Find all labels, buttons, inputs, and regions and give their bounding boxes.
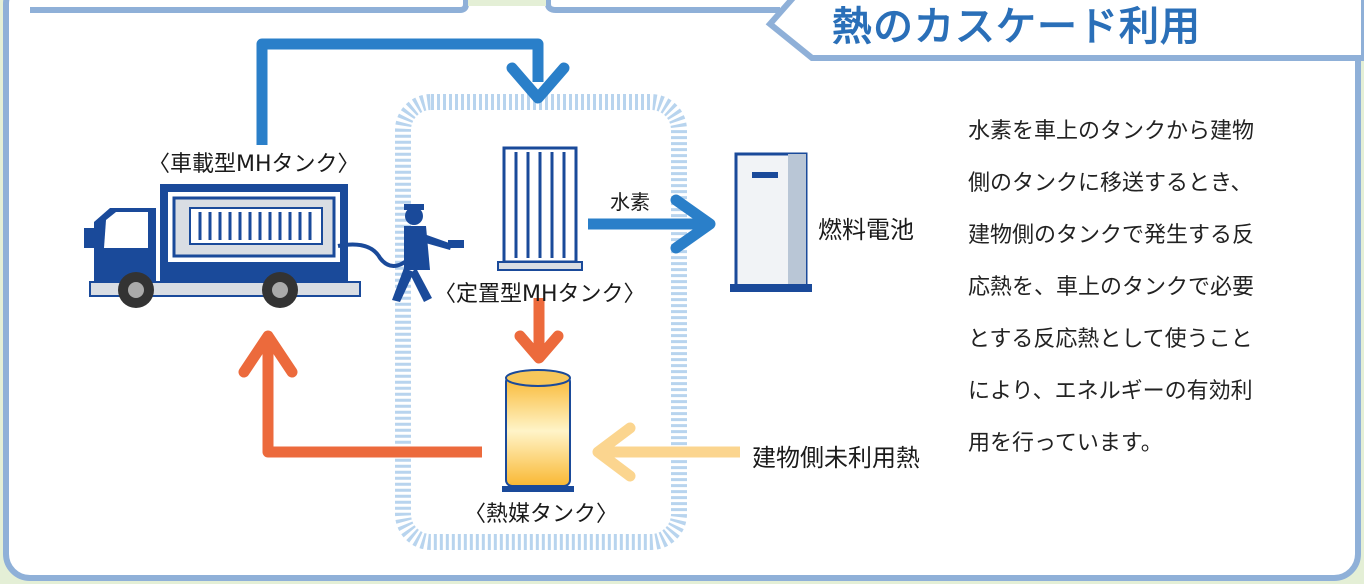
description-text: 水素を車上のタンクから建物 側のタンクに移送するとき、 建物側のタンクで発生する… [968, 106, 1338, 470]
description-line: 側のタンクに移送するとき、 [968, 171, 1253, 196]
title-banner [765, 0, 1364, 61]
hydrogen-flow-arrow [256, 38, 544, 145]
description-line: とする反応熱として使うこと [968, 327, 1253, 352]
hydrogen-label: 水素 [610, 190, 650, 214]
stationary-tank-label: 〈定置型MHタンク〉 [434, 282, 646, 307]
page-title: 熱のカスケード利用 [832, 4, 1201, 50]
heat-medium-tank-label: 〈熱媒タンク〉 [464, 502, 619, 527]
description-line: 用を行っています。 [968, 431, 1163, 456]
description-line: 応熱を、車上のタンクで必要 [968, 275, 1255, 300]
worker-icon [392, 204, 464, 302]
heat-tank-icon [502, 369, 574, 492]
top-tab-left [30, 0, 469, 13]
building-waste-heat-label: 建物側未利用熱 [752, 444, 920, 472]
hydrogen-to-fuelcell-arrowhead [670, 194, 716, 254]
description-line: により、エネルギーの有効利 [968, 379, 1253, 404]
vehicle-tank-label: 〈車載型MHタンク〉 [148, 152, 360, 177]
top-gap [468, 0, 546, 6]
hydrogen-flow-arrowhead [506, 62, 570, 104]
reaction-heat-return-arrowhead [238, 330, 298, 378]
description-line: 建物側のタンクで発生する反 [968, 223, 1255, 248]
fuel-cell-label: 燃料電池 [818, 216, 914, 244]
waste-heat-arrowhead [592, 422, 636, 482]
reaction-heat-return-arrow [262, 340, 482, 458]
stationary-tank-icon [497, 146, 583, 271]
truck-icon [84, 184, 412, 308]
fuel-cell-icon [730, 152, 812, 292]
description-line: 水素を車上のタンクから建物 [968, 119, 1255, 144]
reaction-heat-down-arrowhead [514, 330, 564, 364]
top-tab-right [545, 0, 780, 13]
